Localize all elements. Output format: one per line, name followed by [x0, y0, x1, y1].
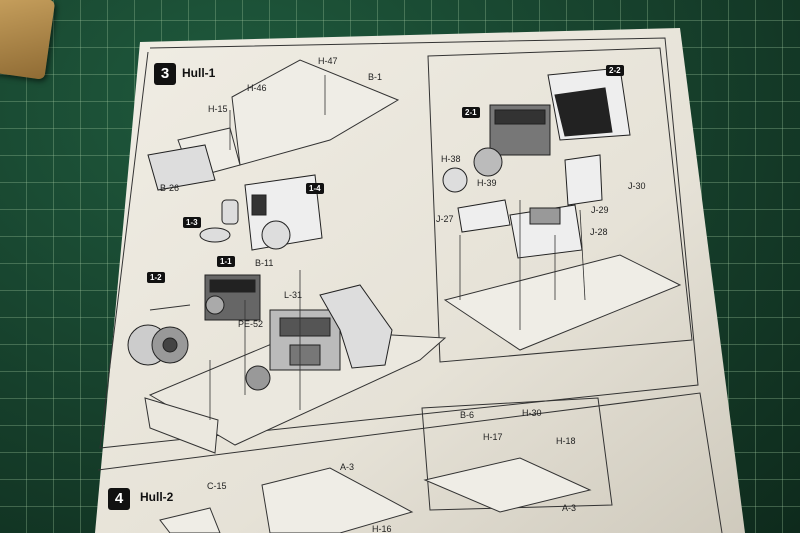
label-j30: J-30 [628, 181, 646, 191]
badge-2-2: 2-2 [606, 65, 624, 76]
label-j27: J-27 [436, 214, 454, 224]
label-j28: J-28 [590, 227, 608, 237]
hull-plate-a3 [159, 457, 592, 533]
badge-1-3: 1-3 [183, 217, 201, 228]
label-pe52: PE-52 [238, 319, 264, 329]
step-3-title: Hull-1 [182, 66, 216, 80]
badge-2-1: 2-1 [462, 107, 480, 118]
engine-assembly [245, 284, 393, 391]
label-h17: H-17 [483, 432, 503, 442]
label-c15: C-15 [207, 481, 227, 491]
badge-1-2: 1-2 [147, 272, 165, 283]
label-h38: H-38 [441, 154, 461, 164]
label-l31: L-31 [284, 290, 303, 300]
label-h15: H-15 [208, 104, 228, 114]
label-j29: J-29 [591, 205, 609, 215]
seat-1-3 [199, 199, 239, 243]
step4-detail-box [421, 397, 613, 511]
step3-frame [99, 37, 699, 449]
radiator-2-2 [547, 67, 631, 141]
engine-2-1 [442, 104, 551, 193]
label-h39: H-39 [477, 178, 497, 188]
step-3-number: 3 [154, 63, 176, 85]
leader-lines [209, 75, 586, 420]
wheels-1-2 [127, 304, 191, 366]
step-4-number: 4 [108, 488, 130, 510]
label-h46: H-46 [247, 83, 267, 93]
fan-housing-1-4 [244, 174, 323, 251]
engine-block-1-1 [204, 274, 261, 321]
label-a3-detail: A-3 [562, 503, 577, 513]
badge-1-4: 1-4 [306, 183, 324, 194]
step4-frame [97, 392, 723, 533]
hull-floor-plate-2 [443, 254, 682, 351]
label-b1: B-1 [368, 72, 383, 82]
label-h16: H-16 [372, 524, 392, 534]
label-a3-step4: A-3 [340, 462, 355, 472]
label-b11: B-11 [255, 258, 274, 268]
boxes-j27-j30 [457, 154, 603, 259]
label-h30: H-30 [522, 408, 542, 418]
subassembly-2-box [427, 47, 693, 363]
label-b6: B-6 [460, 410, 475, 420]
label-h47: H-47 [318, 56, 338, 66]
front-plate-b26 [147, 144, 216, 191]
badge-1-1: 1-1 [217, 256, 235, 267]
step-4-title: Hull-2 [140, 490, 174, 504]
label-b26: B-26 [160, 183, 180, 193]
label-h18: H-18 [556, 436, 576, 446]
